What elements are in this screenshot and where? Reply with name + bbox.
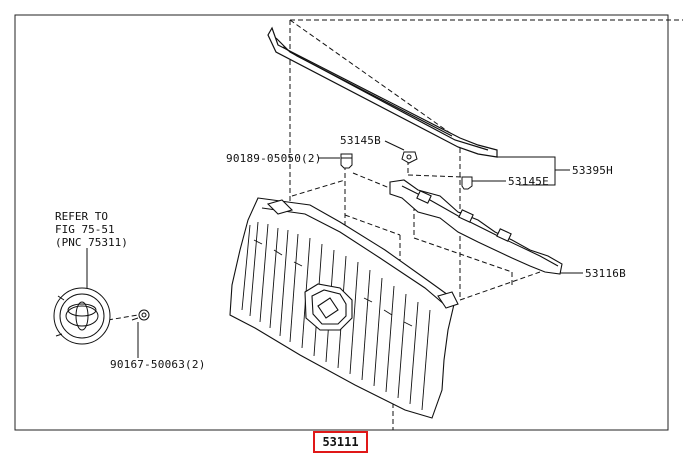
- emblem: [53, 287, 111, 345]
- upper-molding: [267, 26, 498, 158]
- callout-53145b[interactable]: 53145B: [340, 134, 381, 147]
- callout-53395h[interactable]: 53395H: [572, 164, 613, 177]
- leader-lines: [86, 140, 583, 358]
- refer-note[interactable]: REFER TO FIG 75-51 (PNC 75311): [55, 210, 128, 249]
- diagram-frame: [14, 14, 669, 431]
- dashed-guides: [107, 19, 683, 430]
- main-part-number-badge[interactable]: 53111: [313, 431, 368, 453]
- radiator-grille: [229, 197, 459, 419]
- clip-90189: [340, 153, 353, 169]
- callout-53116b[interactable]: 53116B: [585, 267, 626, 280]
- callout-90167[interactable]: 90167-50063(2): [110, 358, 206, 371]
- refer-line-3: (PNC 75311): [55, 236, 128, 249]
- callout-53145e[interactable]: 53145E: [508, 175, 549, 188]
- callout-90189[interactable]: 90189-05050(2): [226, 152, 322, 165]
- refer-line-2: FIG 75-51: [55, 223, 115, 236]
- grille-bracket: [389, 179, 563, 275]
- screw-90167: [131, 309, 150, 321]
- clip-53145b: [401, 151, 418, 164]
- refer-line-1: REFER TO: [55, 210, 108, 223]
- clip-53145e: [461, 176, 473, 190]
